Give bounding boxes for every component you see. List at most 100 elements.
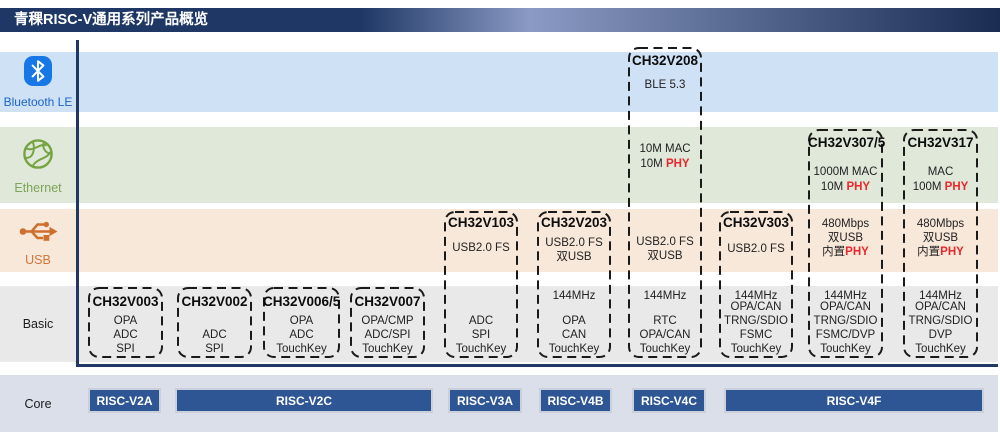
feature-line: USB2.0 FS	[545, 237, 603, 249]
product-name: CH32V006/5	[263, 294, 341, 309]
basic-features: RTC OPA/CAN TouchKey	[628, 314, 702, 356]
product-name: CH32V303	[722, 215, 790, 230]
feature-line: TouchKey	[276, 343, 327, 355]
product-name: CH32V002	[181, 294, 248, 309]
feature-line: OPA/CAN	[915, 301, 966, 313]
feature-line: SPI	[116, 343, 135, 355]
dashed-border	[177, 287, 252, 358]
feature-line: OPA	[562, 315, 586, 327]
rail-label-usb: USB	[25, 253, 51, 267]
dashed-border	[537, 211, 611, 358]
feature-line: TouchKey	[548, 343, 600, 355]
dashed-border	[719, 211, 793, 358]
feature-line: FSMC	[739, 329, 773, 341]
basic-features: OPA/CAN TRNG/SDIO FSMC TouchKey	[719, 300, 793, 356]
header-bar: 青稞RISC-V通用系列产品概览	[0, 8, 1000, 32]
basic-features: ADC SPI	[177, 328, 252, 356]
feature-line: ADC	[289, 329, 314, 341]
feature-line: 10M PHY	[628, 157, 702, 172]
freq-feature: 144MHz	[552, 290, 596, 302]
feature-line: 内置PHY	[903, 245, 978, 259]
feature-line: TouchKey	[730, 343, 782, 355]
feature-line: ADC	[468, 315, 494, 327]
dashed-border	[444, 211, 518, 358]
product-name: CH32V103	[447, 215, 515, 230]
product-box-ch32v103: CH32V103 USB2.0 FS ADC SPI TouchKey	[444, 211, 518, 358]
feature-line: 双USB	[556, 251, 592, 263]
basic-features: OPA/CAN TRNG/SDIO DVP TouchKey	[903, 300, 978, 356]
phy-red-text: PHY	[940, 246, 964, 258]
product-name: CH32V007	[354, 294, 421, 309]
feature-line: USB2.0 FS	[636, 236, 694, 248]
product-box-ch32v002: CH32V002 ADC SPI	[177, 287, 252, 358]
feature-line: 双USB	[922, 232, 959, 244]
core-badge-risc-v4f: RISC-V4F	[724, 388, 984, 413]
product-box-ch32v208: CH32V208 BLE 5.3 10M MAC 10M PHY USB2.0 …	[628, 47, 702, 358]
band-basic	[0, 286, 998, 362]
feature-line: 双USB	[827, 232, 864, 244]
feature-line: OPA/CAN	[639, 329, 691, 341]
product-box-ch32v307-5: CH32V307/5 1000M MAC 10M PHY 480Mbps 双US…	[808, 129, 886, 358]
feature-line: OPA/CAN	[730, 301, 782, 313]
freq-feature: 144MHz	[919, 290, 962, 302]
usb-features: USB2.0 FS	[727, 243, 785, 255]
band-usb	[0, 209, 998, 272]
product-box-ch32v317: CH32V317 MAC 100M PHY 480Mbps 双USB 内置PHY…	[903, 129, 978, 358]
basic-features: OPA ADC TouchKey	[263, 314, 340, 356]
usb-icon	[18, 214, 58, 249]
feature-line: OPA	[289, 315, 314, 327]
feature-line: ADC/SPI	[364, 329, 411, 341]
usb-features: USB2.0 FS 双USB	[628, 235, 702, 263]
usb-features: USB2.0 FS 双USB	[537, 236, 611, 264]
freq-feature: 144MHz	[734, 290, 778, 302]
axis-horizontal-line	[76, 364, 998, 367]
feature-line: RTC	[653, 315, 677, 327]
rail-core: Core	[0, 375, 76, 432]
feature-line: ADC	[113, 329, 138, 341]
feature-line: ADC	[202, 329, 227, 341]
feature-line: TouchKey	[362, 343, 413, 355]
basic-features: OPA/CAN TRNG/SDIO FSMC/DVP TouchKey	[808, 300, 883, 356]
feature-line: 100M PHY	[903, 180, 978, 195]
axis-vertical-line	[76, 40, 79, 367]
ethernet-icon	[20, 136, 56, 177]
basic-features: ADC SPI TouchKey	[444, 314, 518, 356]
band-ethernet	[0, 127, 998, 203]
feature-line: 480Mbps	[916, 218, 965, 230]
band-bluetooth-le	[0, 52, 998, 112]
rail-label-core: Core	[24, 396, 52, 411]
rail-label-basic: Basic	[22, 317, 54, 331]
feature-line: OPA	[113, 315, 138, 327]
usb-features: 480Mbps 双USB 内置PHY	[903, 217, 978, 259]
basic-features: OPA CAN TouchKey	[537, 314, 611, 356]
product-name: CH32V307/5	[808, 135, 886, 150]
feature-line: FSMC/DVP	[815, 329, 876, 341]
rail-label-ethernet: Ethernet	[14, 180, 62, 195]
dashed-border	[263, 287, 340, 358]
feature-line: SPI	[471, 329, 491, 341]
feature-text: 10M	[640, 158, 666, 170]
basic-features: OPA/CMP ADC/SPI TouchKey	[350, 314, 425, 356]
usb-features: USB2.0 FS	[452, 242, 510, 254]
ethernet-features: 1000M MAC 10M PHY	[808, 150, 883, 195]
feature-line: 内置PHY	[808, 245, 883, 259]
core-badge-risc-v2c: RISC-V2C	[175, 388, 433, 413]
product-name: CH32V317	[907, 135, 974, 150]
phy-red-text: PHY	[846, 181, 871, 193]
feature-line: OPA/CAN	[820, 301, 871, 313]
rail-usb: USB	[0, 209, 76, 272]
core-badge-risc-v2a: RISC-V2A	[88, 388, 161, 413]
rail-bluetooth: Bluetooth LE	[0, 52, 76, 112]
product-box-ch32v203: CH32V203 USB2.0 FS 双USB 144MHz OPA CAN T…	[537, 211, 611, 358]
product-box-ch32v007: CH32V007 OPA/CMP ADC/SPI TouchKey	[350, 287, 425, 358]
product-box-ch32v006-5: CH32V006/5 OPA ADC TouchKey	[263, 287, 340, 358]
feature-line: TRNG/SDIO	[813, 315, 878, 327]
dashed-border	[350, 287, 425, 358]
feature-line: TRNG/SDIO	[724, 315, 788, 327]
feature-text: 100M	[912, 181, 945, 193]
feature-line: TouchKey	[639, 343, 691, 355]
feature-line: 10M MAC	[639, 143, 691, 155]
feature-line: SPI	[205, 343, 224, 355]
feature-line: DVP	[928, 329, 953, 341]
